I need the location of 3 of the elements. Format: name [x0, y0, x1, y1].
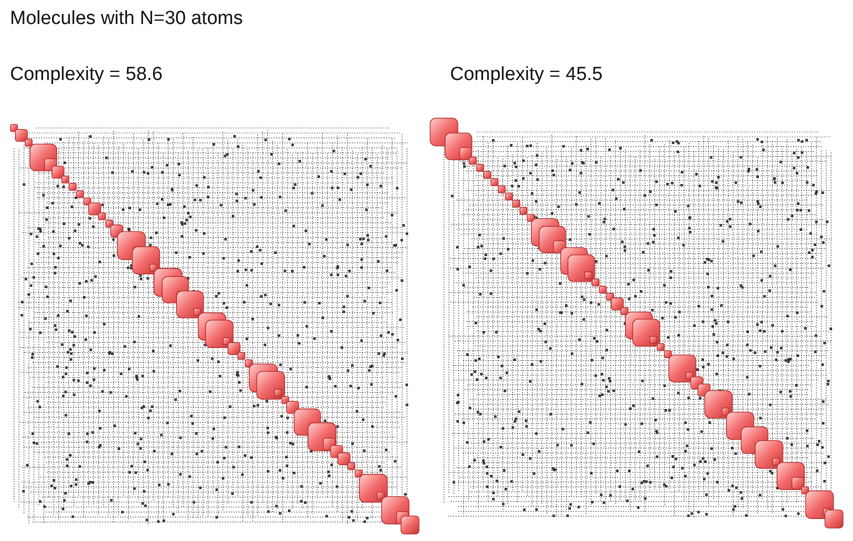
complexity-label: Complexity = 45.5 — [450, 64, 603, 86]
complexity-label: Complexity = 58.6 — [10, 64, 163, 86]
title: Molecules with N=30 atoms — [10, 8, 243, 30]
